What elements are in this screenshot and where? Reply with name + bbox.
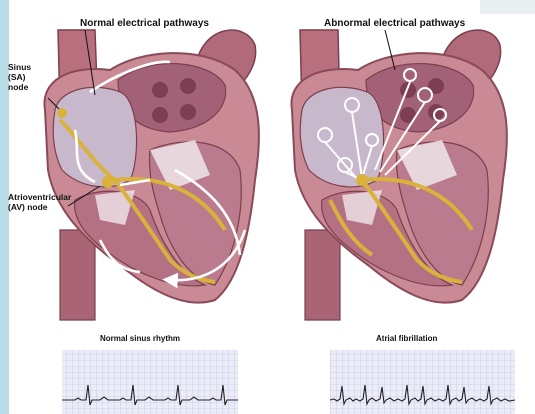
inferior-vena-cava-left — [60, 230, 95, 320]
av-node-label-line2: (AV) node — [8, 202, 48, 212]
left-panel-title: Normal electrical pathways — [80, 18, 209, 29]
ecg-strip-left: Normal sinus rhythm — [62, 334, 238, 414]
av-node-marker — [102, 176, 114, 188]
sa-node-label-line2: (SA) — [8, 72, 26, 82]
ecg-left-title: Normal sinus rhythm — [100, 334, 180, 343]
inferior-vena-cava-right — [305, 230, 340, 320]
av-node-label-line1: Atrioventricular — [8, 192, 72, 202]
sa-node-marker — [57, 108, 67, 118]
av-node-marker-right — [356, 174, 368, 186]
right-heart — [291, 30, 506, 320]
right-atrium-left — [53, 87, 136, 187]
sa-node-label-line1: Sinus — [8, 62, 31, 72]
ecg-strip-right: Atrial fibrillation — [330, 334, 515, 414]
left-heart — [44, 30, 258, 320]
sa-node-label-line3: node — [8, 82, 29, 92]
ecg-right-title: Atrial fibrillation — [376, 334, 437, 343]
right-panel-title: Abnormal electrical pathways — [324, 18, 466, 29]
